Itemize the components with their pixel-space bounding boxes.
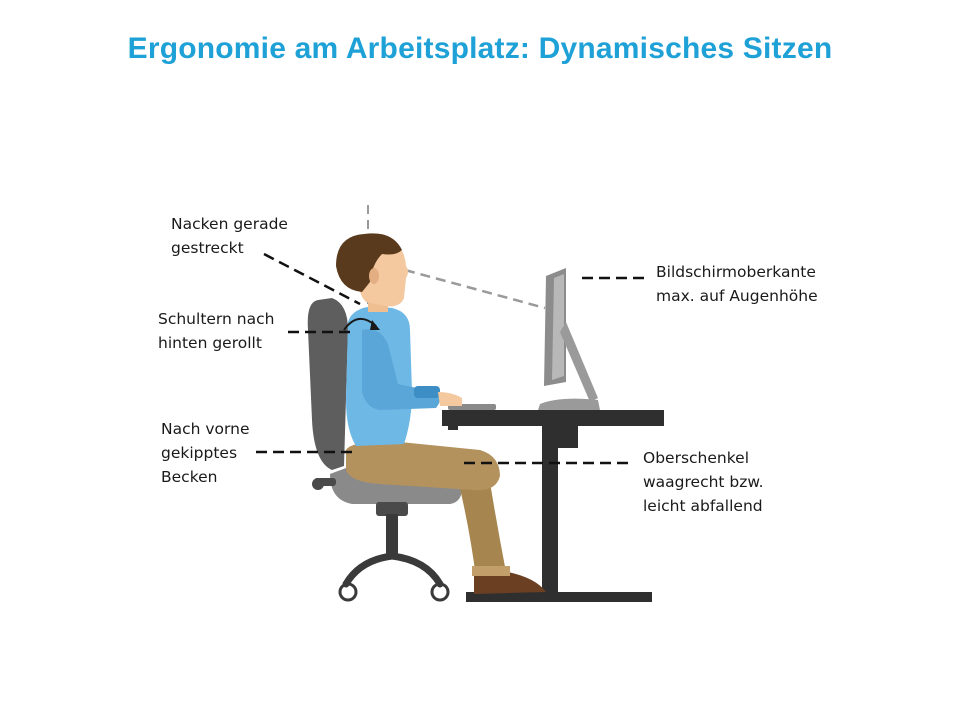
slide-title: Ergonomie am Arbeitsplatz: Dynamisches S…	[127, 32, 833, 65]
label-neck-line-2: gestreckt	[171, 239, 244, 257]
caster-right	[430, 582, 450, 602]
line-of-sight	[404, 268, 546, 310]
desk-foot	[466, 592, 652, 602]
label-pelvis: Nach vorne gekipptes Becken	[161, 417, 249, 489]
shoe	[474, 572, 546, 594]
annotation-leaders	[256, 252, 648, 465]
label-neck: Nacken gerade gestreckt	[171, 212, 288, 260]
monitor	[538, 268, 600, 410]
label-thigh-line-3: leicht abfallend	[643, 497, 763, 515]
lower-leg	[458, 470, 506, 578]
desk-top	[442, 410, 664, 426]
label-thigh: Oberschenkel waagrecht bzw. leicht abfal…	[643, 446, 764, 518]
hair	[336, 233, 402, 292]
label-thigh-line-1: Oberschenkel	[643, 449, 749, 467]
monitor-stand	[560, 322, 598, 402]
label-monitor: Bildschirmoberkante max. auf Augenhöhe	[656, 260, 818, 308]
label-shoulders-line-1: Schultern nach	[158, 310, 275, 328]
hand	[438, 392, 462, 406]
desk-leg	[542, 426, 558, 598]
label-pelvis-line-2: gekipptes	[161, 444, 238, 462]
label-monitor-line-1: Bildschirmoberkante	[656, 263, 816, 281]
chair-backrest	[307, 298, 348, 470]
label-pelvis-line-3: Becken	[161, 468, 218, 486]
label-shoulders: Schultern nach hinten gerollt	[158, 307, 274, 355]
leader-neck	[263, 252, 361, 306]
label-pelvis-line-1: Nach vorne	[161, 420, 250, 438]
thighs	[346, 441, 500, 491]
label-shoulders-line-2: hinten gerollt	[158, 334, 262, 352]
desk	[442, 410, 664, 602]
label-monitor-line-2: max. auf Augenhöhe	[656, 287, 818, 305]
person	[336, 233, 546, 594]
label-neck-line-1: Nacken gerade	[171, 215, 288, 233]
label-thigh-line-2: waagrecht bzw.	[643, 473, 764, 491]
caster-left	[338, 582, 358, 602]
